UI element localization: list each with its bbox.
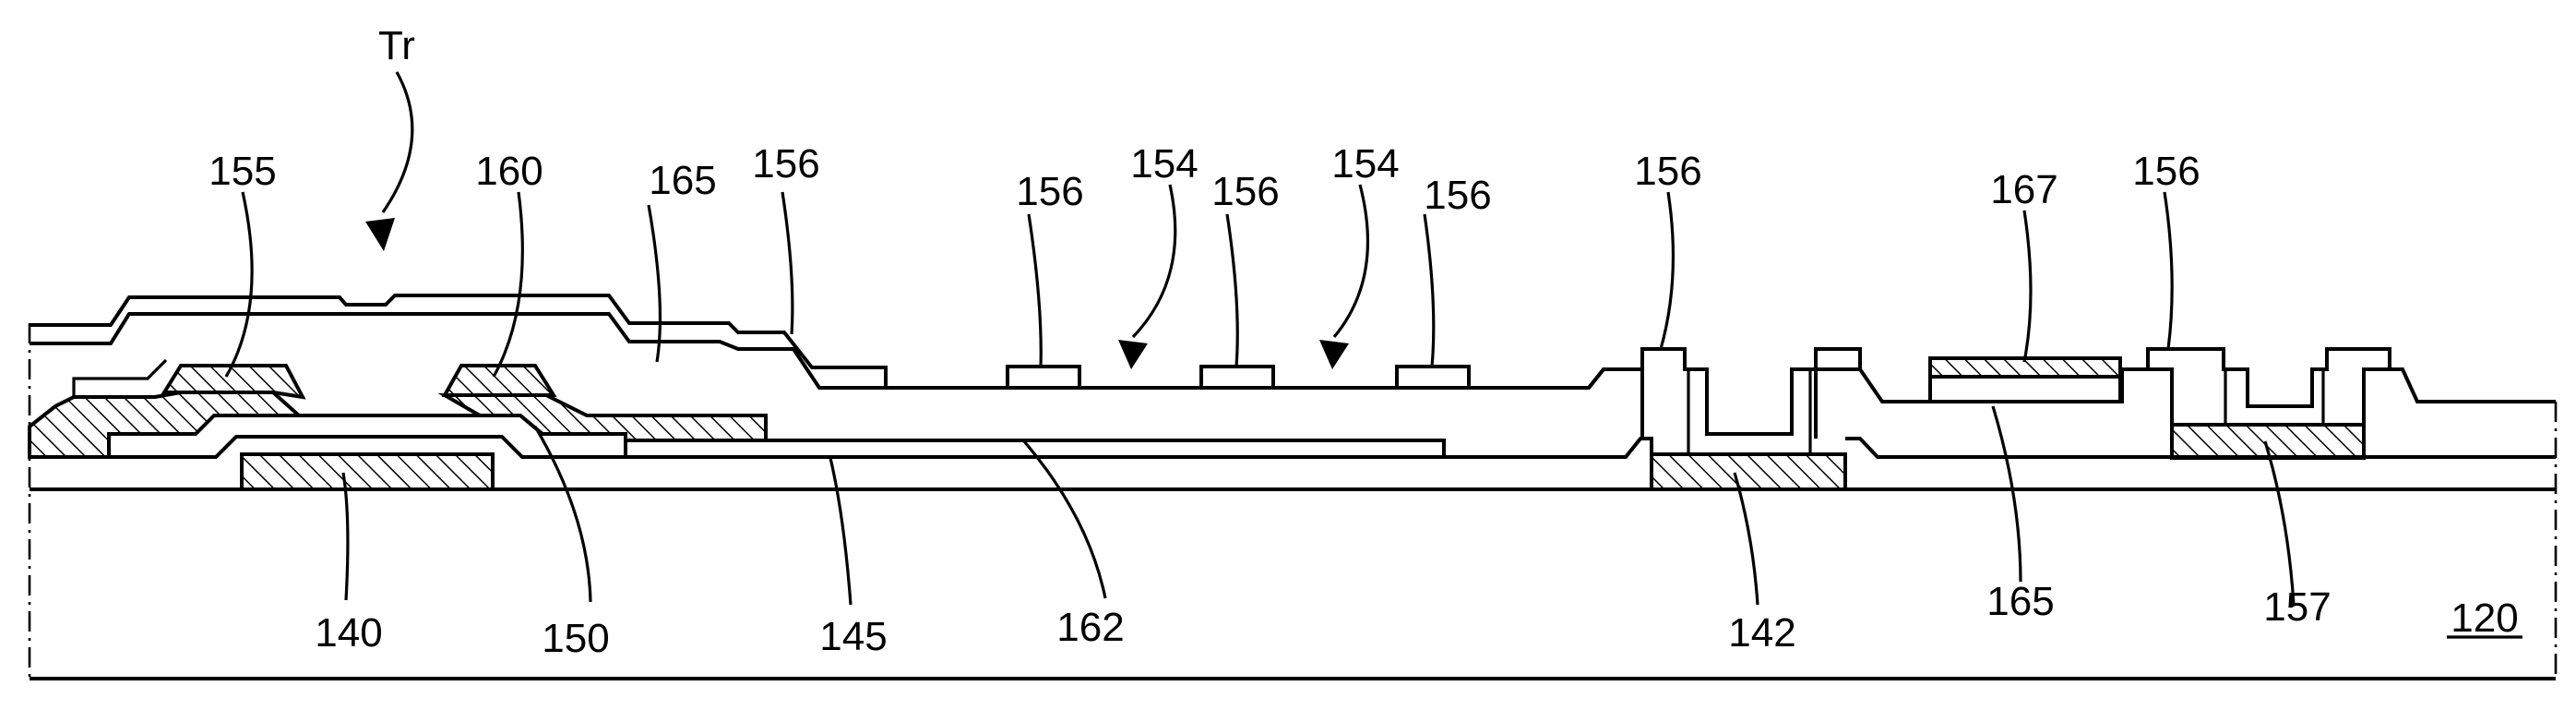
label-154-b: 154 xyxy=(1331,141,1399,187)
label-165-top: 165 xyxy=(649,158,716,203)
label-tr: Tr xyxy=(378,23,415,68)
contact-pad-156-c xyxy=(1397,367,1469,388)
via-electrode-156-left-inner xyxy=(1685,369,1816,454)
arrow-154-b xyxy=(1334,185,1367,337)
via-electrode-156-right xyxy=(2122,349,2403,406)
contact-pad-156-a xyxy=(1008,367,1079,388)
label-165-bottom: 165 xyxy=(1986,579,2054,624)
substrate-120 xyxy=(30,323,2556,679)
passivation-165-inner xyxy=(74,360,166,397)
label-157: 157 xyxy=(2263,584,2331,630)
via-electrode-156-left xyxy=(1589,349,1860,434)
arrowhead-154-b xyxy=(1319,340,1349,369)
label-140: 140 xyxy=(315,610,382,656)
label-156-e: 156 xyxy=(1634,149,1701,194)
label-156-a: 156 xyxy=(752,141,819,187)
label-120: 120 xyxy=(2451,596,2518,641)
label-156-c: 156 xyxy=(1211,169,1279,214)
passivation-165 xyxy=(30,314,2556,439)
label-162: 162 xyxy=(1056,605,1124,650)
label-150: 150 xyxy=(542,616,609,661)
tr-arrowhead xyxy=(365,218,395,251)
source-drain-left-155 xyxy=(30,392,299,457)
label-156-f: 156 xyxy=(2132,149,2200,194)
electrode-142 xyxy=(1652,454,1845,489)
source-drain-right-160 xyxy=(445,395,766,440)
contact-pad-156-b xyxy=(1201,367,1273,388)
tr-arrow xyxy=(383,72,412,212)
arrow-154-a xyxy=(1133,185,1175,337)
arrowhead-154-a xyxy=(1118,340,1148,369)
label-145: 145 xyxy=(819,614,887,659)
label-154-a: 154 xyxy=(1130,141,1198,187)
label-156-b: 156 xyxy=(1016,169,1083,214)
label-156-d: 156 xyxy=(1424,173,1491,218)
label-160: 160 xyxy=(475,149,543,194)
label-167: 167 xyxy=(1990,167,2057,212)
gate-electrode-140 xyxy=(242,454,493,489)
label-142: 142 xyxy=(1728,610,1795,656)
electrode-cap-155 xyxy=(164,366,303,397)
electrode-cap-160 xyxy=(445,366,554,395)
label-155: 155 xyxy=(209,149,276,194)
